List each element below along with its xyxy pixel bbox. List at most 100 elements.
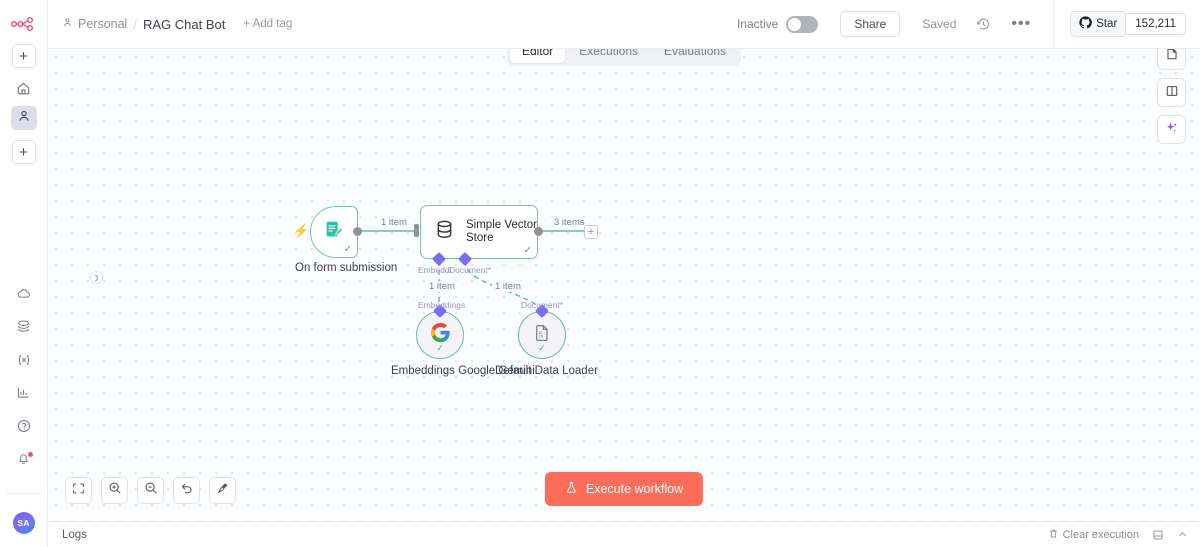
user-icon [17,109,31,128]
header-divider [1053,0,1055,49]
github-star-button[interactable]: Star [1070,11,1126,37]
sidebar-item-help[interactable] [11,416,37,440]
toggle-panel-button[interactable] [1157,78,1186,107]
node-success-check-icon: ✓ [523,245,532,256]
sidebar-item-personal[interactable] [10,106,37,130]
bar-chart-icon [16,385,31,405]
connection-edges [358,230,584,311]
reset-zoom-button[interactable] [173,477,200,504]
panel-icon[interactable] [1152,529,1164,541]
clear-execution-button[interactable]: Clear execution [1048,528,1139,542]
logs-label[interactable]: Logs [62,528,87,541]
sidebar-item-insights[interactable] [11,383,37,407]
tidy-up-button[interactable] [209,477,236,504]
github-star-widget: Star 152,211 [1070,11,1186,37]
sidebar-item-templates[interactable] [11,317,37,341]
panel-layout-icon [1165,84,1179,102]
avatar[interactable]: SA [12,512,35,534]
binary-document-icon: 01 10 [532,323,552,348]
svg-text:01: 01 [539,331,543,335]
output-port-form[interactable] [353,227,362,236]
node-on-form-submission[interactable]: ⚡ ✓ [293,206,358,258]
trigger-bolt-icon: ⚡ [293,223,310,238]
sidebar-divider [5,493,42,494]
workflow-header: Personal / RAG Chat Bot + Add tag Inacti… [48,0,1200,49]
activation-toggle[interactable] [786,15,819,33]
breadcrumb: Personal / RAG Chat Bot + Add tag [62,17,292,32]
sub-port-label-embedding: Embeddi [418,265,452,275]
trash-icon [1048,528,1059,542]
node-success-check-icon: ✓ [538,343,546,353]
sub-node-port-label-document: Document* [521,300,564,310]
chevron-right-icon[interactable]: ❯ [90,271,103,284]
ai-assistant-button[interactable] [1157,115,1186,144]
fit-screen-icon [72,482,85,500]
add-tag-button[interactable]: + Add tag [243,18,293,30]
breadcrumb-project[interactable]: Personal [62,17,127,31]
flask-icon [565,481,578,497]
zoom-out-button[interactable] [137,477,164,504]
saved-status: Saved [922,17,957,31]
github-star-count[interactable]: 152,211 [1125,13,1186,35]
execute-workflow-button[interactable]: Execute workflow [544,472,704,506]
broom-icon [216,481,230,500]
edge-label-document: 1 item [492,281,524,292]
main-area: Personal / RAG Chat Bot + Add tag Inacti… [48,0,1200,547]
history-clock-icon[interactable] [976,17,991,32]
question-circle-icon [16,418,32,439]
undo-icon [180,481,194,500]
node-title-simple-vector-store: Simple Vector Store [466,219,537,244]
fit-view-button[interactable] [65,477,92,504]
add-workflow-button[interactable]: + [11,44,36,68]
logs-bar-actions: Clear execution [1048,528,1188,542]
workflow-canvas[interactable]: ❯ ⚡ [48,49,1200,521]
github-icon [1079,16,1093,32]
sidebar-item-home[interactable] [11,79,37,103]
share-button[interactable]: Share [840,11,901,37]
add-project-button[interactable]: + [11,140,36,164]
input-port-vector-store[interactable] [414,224,419,237]
sub-port-label-document-top: Document* [449,265,492,275]
node-label-on-form-submission: On form submission [295,262,398,274]
add-node-endpoint-button[interactable]: + [584,225,598,239]
node-success-check-icon: ✓ [343,244,352,255]
zoom-in-button[interactable] [101,477,128,504]
svg-text:10: 10 [539,334,543,338]
node-default-data-loader[interactable]: 01 10 ✓ [518,311,566,359]
breadcrumb-separator: / [133,16,137,32]
canvas-controls [65,477,236,504]
home-icon [16,81,31,101]
breadcrumb-project-label: Personal [78,17,128,31]
execute-workflow-label: Execute workflow [585,482,684,496]
node-embeddings-google-gemini[interactable]: ✓ [416,311,464,359]
activation-toggle-group: Inactive [736,15,819,33]
zoom-in-icon [108,481,122,500]
sidebar-item-variables[interactable] [11,350,37,374]
edge-label-vs-to-plus: 3 items [551,217,588,228]
logs-bar: Logs Clear execution [48,521,1200,547]
activation-state-label: Inactive [736,17,779,31]
zoom-out-icon [144,481,158,500]
sidebar-bottom-group: SA [5,284,42,547]
output-port-vector-store[interactable] [534,227,543,236]
workflow-name[interactable]: RAG Chat Bot [142,16,226,32]
node-simple-vector-store[interactable]: Simple Vector Store ✓ [420,205,538,259]
database-cylinder-icon [433,218,456,246]
n8n-logo-icon[interactable] [10,13,38,35]
chevron-up-icon[interactable] [1177,529,1188,540]
cloud-icon [16,286,32,307]
sidebar-item-cloud[interactable] [11,284,37,308]
header-actions: Inactive Share Saved ••• [736,0,1200,49]
node-success-check-icon: ✓ [436,343,444,353]
ai-sparkle-icon [1164,120,1179,139]
more-options-icon[interactable]: ••• [1011,15,1032,32]
sidebar-item-notifications[interactable] [11,449,37,473]
toggle-knob [788,17,802,31]
variable-icon [16,352,32,373]
sticky-note-icon [1165,47,1179,65]
notification-badge [27,452,33,457]
layers-icon [16,319,31,339]
plus-icon: + [19,143,28,161]
edge-label-embeddings: 1 item [426,281,458,292]
form-edit-icon [323,219,345,246]
